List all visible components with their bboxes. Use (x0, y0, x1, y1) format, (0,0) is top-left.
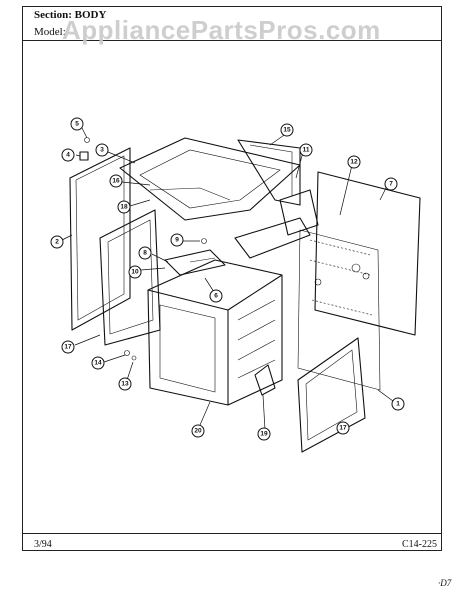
callout-label: 13 (121, 381, 129, 388)
callout-label: 6 (214, 293, 218, 300)
callout-6: 6 (209, 289, 223, 303)
callout-label: 17 (339, 425, 347, 432)
igniter-bracket (254, 364, 276, 396)
callout-label: 4 (66, 152, 70, 159)
callout-18: 18 (117, 200, 131, 214)
callout-label: 14 (94, 360, 102, 367)
callout-9: 9 (170, 233, 184, 247)
callout-label: 5 (75, 121, 79, 128)
callout-11: 11 (299, 143, 313, 157)
callout-label: 20 (194, 428, 202, 435)
callout-15: 15 (280, 123, 294, 137)
leader-lines (61, 127, 398, 431)
oven-cavity (147, 259, 283, 406)
back-panel-right (297, 171, 421, 391)
callout-label: 2 (55, 239, 59, 246)
callout-14: 14 (91, 356, 105, 370)
callout-label: 7 (389, 181, 393, 188)
callout-5: 5 (70, 117, 84, 131)
page-frame (22, 6, 442, 551)
model-label: Model: (34, 26, 66, 38)
broiler-tray (234, 189, 319, 259)
callout-12: 12 (347, 155, 361, 169)
header-divider (22, 40, 442, 41)
footer-divider (22, 533, 442, 534)
callout-16: 16 (109, 174, 123, 188)
callout-1: 1 (391, 397, 405, 411)
callout-label: 1 (396, 401, 400, 408)
callout-label: 11 (303, 147, 310, 154)
callout-label: 8 (143, 250, 147, 257)
callout-13: 13 (118, 377, 132, 391)
callout-label: 16 (112, 178, 120, 185)
corner-mark: ·D7 (438, 578, 452, 588)
callout-20: 20 (191, 424, 205, 438)
callout-7: 7 (384, 177, 398, 191)
revision-date: 3/94 (34, 539, 52, 550)
section-title: Section: BODY (34, 9, 107, 21)
callout-label: 12 (350, 159, 358, 166)
top-frame (119, 137, 301, 221)
callout-label: 9 (175, 237, 179, 244)
callout-label: 15 (283, 127, 291, 134)
callout-17-right: 17 (336, 421, 350, 435)
burner-assembly (164, 249, 226, 276)
side-panel-left (69, 147, 131, 331)
callout-4: 4 (61, 148, 75, 162)
callout-label: 18 (120, 204, 128, 211)
callout-label: 17 (64, 344, 72, 351)
callout-label: 19 (260, 431, 268, 438)
callout-10: 10 (128, 265, 142, 279)
diagram-code: C14-225 (402, 539, 437, 550)
callout-2: 2 (50, 235, 64, 249)
watermark: AppliancePartsPros.com (62, 15, 381, 45)
callout-19: 19 (257, 427, 271, 441)
callout-3: 3 (95, 143, 109, 157)
callout-label: 3 (100, 147, 104, 154)
callout-8: 8 (138, 246, 152, 260)
access-panel-lower (297, 337, 366, 453)
callout-label: 10 (131, 269, 139, 276)
callout-17-left: 17 (61, 340, 75, 354)
rear-trim (237, 139, 301, 206)
